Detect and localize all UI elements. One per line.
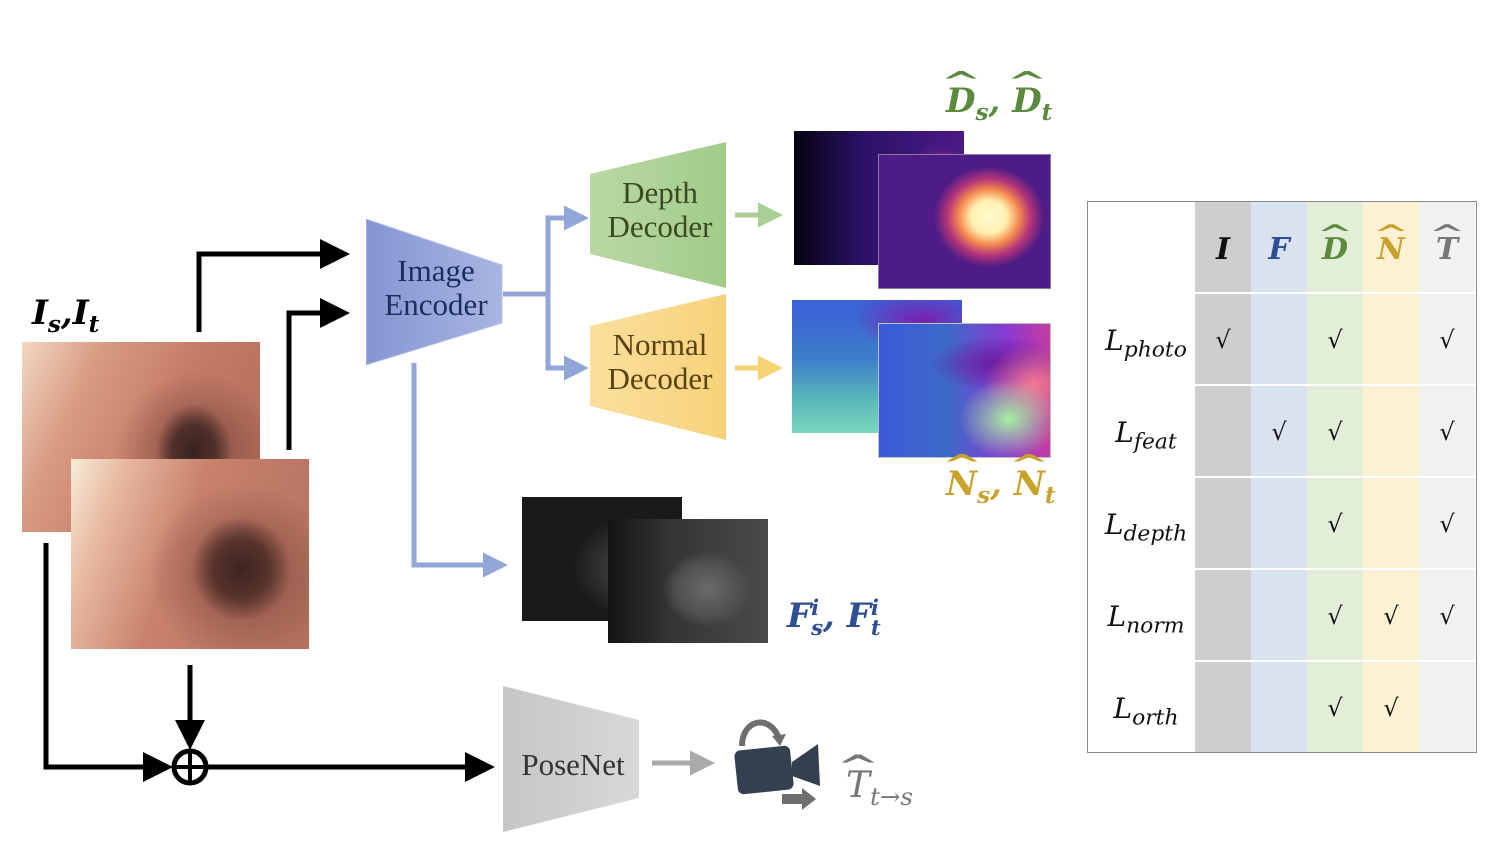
row-label-depth: Ldepth [1104,508,1188,547]
check-mark: √ [1327,602,1343,630]
normal-output-label: Ns, Nt [946,467,1056,507]
check-mark: √ [1215,326,1231,354]
loss-table: I FDNT Lphoto √ √ √ Lfeat √ √ √ Ldepth √ √ Lnorm √ √ √ Lo… [1087,201,1477,753]
arrow-encoder-to-depth [503,205,589,297]
check-mark: √ [1439,326,1455,354]
row-label-orth: Lorth [1113,692,1179,731]
column-header-feature: F [1268,232,1290,267]
arrow-encoder-to-normal [545,294,589,381]
feature-map-target [608,519,768,643]
column-header-depth: D [1307,232,1363,267]
target-image [71,459,309,649]
check-mark: √ [1439,510,1455,538]
check-mark: √ [1327,326,1343,354]
input-images-label: Is,It [32,293,100,338]
posenet-block [503,686,639,832]
check-mark: √ [1327,418,1343,446]
arrow-it-to-encoder [286,298,350,450]
check-mark: √ [1439,418,1455,446]
check-mark: √ [1383,694,1399,722]
posenet-label: PoseNet [521,747,625,782]
depth-decoder-block [590,142,726,288]
column-header-pose: T [1419,232,1475,267]
check-mark: √ [1327,694,1343,722]
column-header-normal: N [1363,232,1419,267]
row-label-photo: Lphoto [1105,324,1187,363]
check-mark: √ [1383,602,1399,630]
arrow-encoder-to-features [411,363,508,578]
camera-pose-icon [734,719,820,810]
depth-output-label: Ds, Dt [946,84,1052,124]
normal-map-target [878,323,1051,458]
depth-map-target [878,154,1051,289]
pose-output-label: Tt→s [846,768,913,810]
check-mark: √ [1271,418,1287,446]
normal-decoder-block [590,294,726,440]
row-label-feat: Lfeat [1115,416,1177,455]
column-header-image: I [1215,232,1231,267]
row-label-norm: Lnorm [1107,600,1185,639]
image-encoder-block [366,219,503,366]
arrow-is-to-encoder [196,239,350,332]
check-mark: √ [1327,510,1343,538]
check-mark: √ [1439,602,1455,630]
concat-operator [171,748,209,786]
